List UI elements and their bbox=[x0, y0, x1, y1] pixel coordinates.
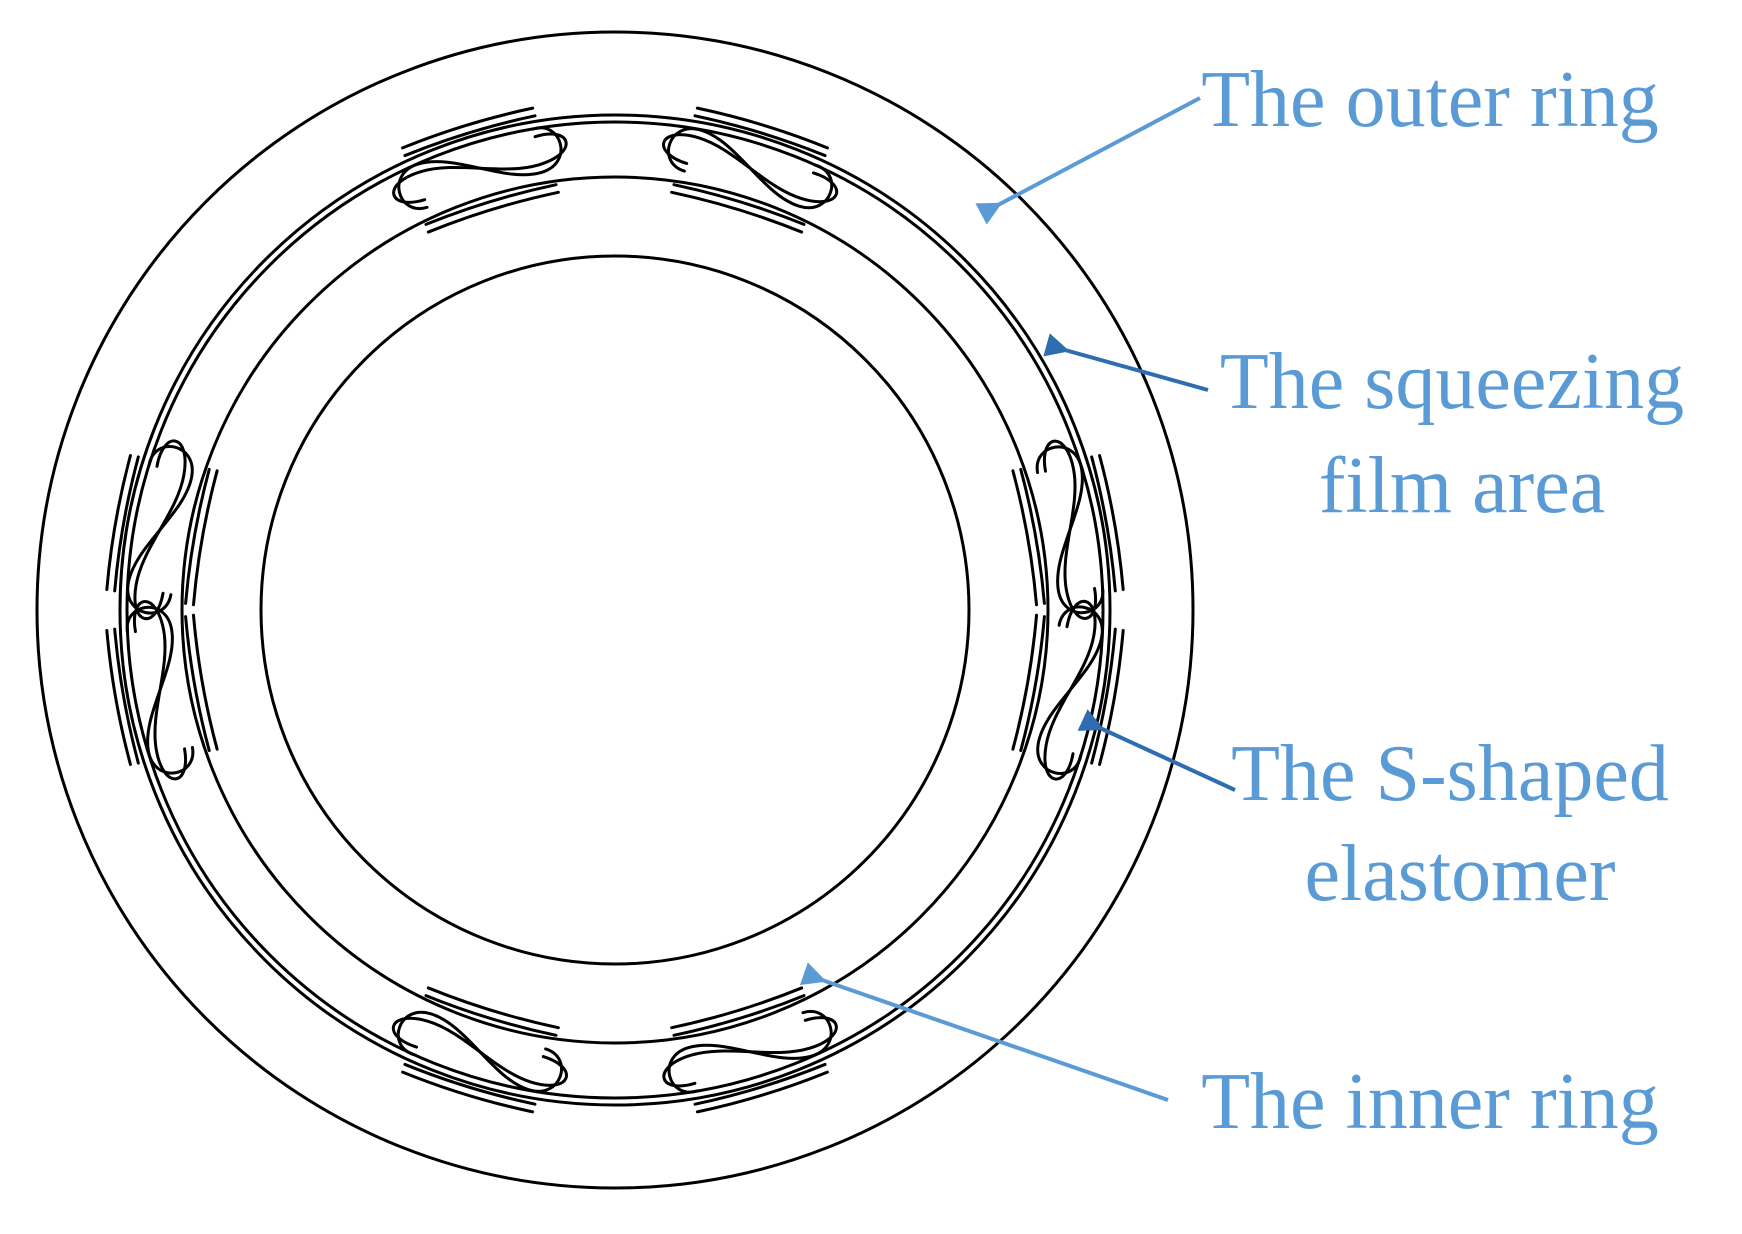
s-loop-path-2 bbox=[1042, 439, 1098, 620]
retaining-strip-1 bbox=[401, 106, 535, 150]
s-elastomer-label-line-1: The S-shaped bbox=[1231, 730, 1669, 818]
inner-ring-label-line: The inner ring bbox=[1201, 1058, 1659, 1146]
squeezing-film-label: The squeezing film area bbox=[1220, 338, 1704, 530]
s-loop-path-2 bbox=[391, 1016, 568, 1087]
retaining-strip-2 bbox=[693, 1062, 827, 1106]
squeezing-film-label-line-1: The squeezing bbox=[1220, 338, 1684, 426]
retaining-strip-2 bbox=[113, 627, 140, 765]
inner-ring-label: The inner ring bbox=[1201, 1058, 1659, 1146]
retaining-strip-2 bbox=[403, 1062, 537, 1106]
retaining-strip-2 bbox=[693, 114, 827, 158]
s-loop-path-2 bbox=[132, 600, 188, 781]
s-loop-path-2 bbox=[662, 1016, 838, 1088]
retaining-strip-3 bbox=[1019, 615, 1046, 753]
s-shaped-elastomer-top-right bbox=[662, 106, 839, 234]
retaining-strip-4 bbox=[191, 613, 219, 751]
retaining-strip-4 bbox=[670, 190, 804, 234]
outer-ring-leader-arrow bbox=[975, 96, 1201, 225]
squeezing-film-inner-edge bbox=[125, 120, 1105, 1100]
retaining-strip-4 bbox=[1011, 469, 1039, 607]
s-shaped-elastomer-right-lower bbox=[1011, 599, 1125, 781]
s-shaped-elastomer-right-upper bbox=[1011, 439, 1125, 620]
retaining-strip-4 bbox=[670, 986, 804, 1030]
retaining-strip-1 bbox=[1098, 454, 1125, 591]
retaining-strip-1 bbox=[695, 106, 829, 150]
inner-ring-leader-arrow bbox=[799, 962, 1169, 1102]
elastomer-band-inner-edge bbox=[180, 175, 1050, 1045]
retaining-strip-3 bbox=[672, 183, 806, 226]
s-loop-path-2 bbox=[1043, 599, 1097, 781]
retaining-strip-1 bbox=[401, 1070, 535, 1114]
retaining-strip-2 bbox=[113, 455, 140, 593]
s-shaped-elastomer-group bbox=[105, 106, 1125, 1114]
retaining-strip-4 bbox=[191, 469, 219, 607]
s-shaped-elastomer-bottom-right bbox=[662, 986, 838, 1114]
retaining-strip-1 bbox=[1098, 629, 1125, 766]
s-loop-path-2 bbox=[133, 439, 187, 621]
retaining-strip-3 bbox=[184, 615, 211, 753]
inner-ring-bore bbox=[259, 254, 971, 966]
s-shaped-elastomer-bottom-left bbox=[391, 986, 568, 1114]
s-elastomer-label: The S-shaped elastomer bbox=[1231, 730, 1689, 918]
retaining-strip-3 bbox=[424, 994, 558, 1037]
retaining-strip-3 bbox=[672, 994, 806, 1037]
outer-ring-label: The outer ring bbox=[1201, 56, 1659, 144]
retaining-strip-1 bbox=[105, 629, 132, 766]
s-shaped-elastomer-left-upper bbox=[105, 439, 219, 621]
squeezing-film-leader-arrow bbox=[1043, 333, 1209, 392]
s-loop-path-2 bbox=[662, 133, 839, 204]
retaining-strip-3 bbox=[1019, 467, 1046, 605]
squeezing-film-label-line-2: film area bbox=[1319, 442, 1605, 530]
retaining-strip-1 bbox=[105, 454, 132, 591]
retaining-strip-2 bbox=[403, 114, 537, 158]
retaining-strip-2 bbox=[1090, 627, 1117, 765]
squeezing-film-outer-edge bbox=[118, 113, 1112, 1107]
s-elastomer-leader-arrow bbox=[1077, 709, 1236, 792]
s-loop-path-2 bbox=[392, 132, 568, 204]
s-shaped-elastomer-top-left bbox=[392, 106, 568, 234]
retaining-strip-1 bbox=[695, 1070, 829, 1114]
s-elastomer-label-line-2: elastomer bbox=[1305, 830, 1616, 918]
retaining-strip-3 bbox=[424, 183, 558, 226]
s-shaped-elastomer-left-lower bbox=[105, 600, 219, 781]
outer-ring-outer-edge bbox=[35, 30, 1195, 1190]
retaining-strip-4 bbox=[426, 190, 560, 234]
retaining-strip-4 bbox=[1011, 613, 1039, 751]
retaining-strip-2 bbox=[1090, 455, 1117, 593]
retaining-strip-3 bbox=[184, 467, 211, 605]
retaining-strip-4 bbox=[426, 986, 560, 1030]
outer-ring-label-line: The outer ring bbox=[1201, 56, 1659, 144]
